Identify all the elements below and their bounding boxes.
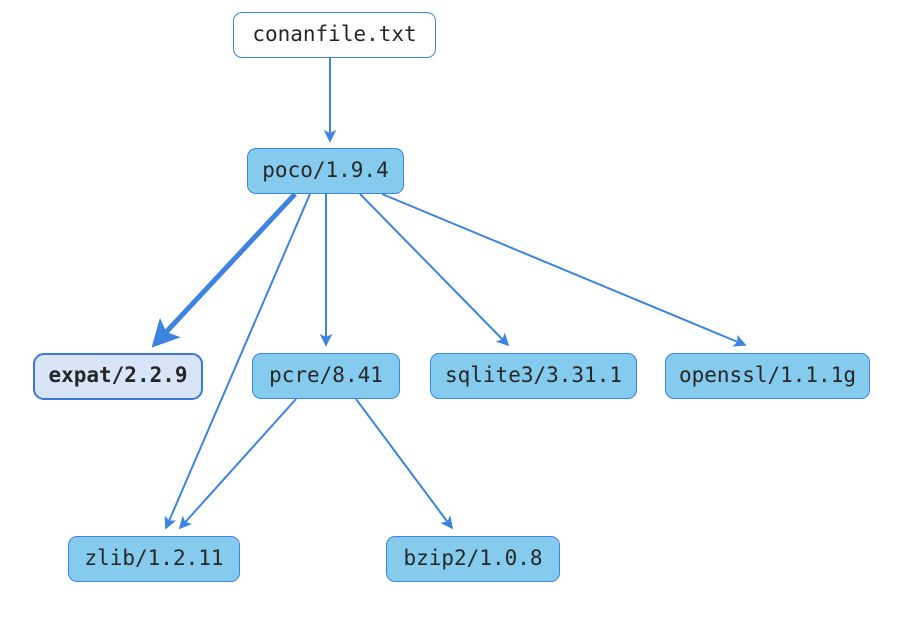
edge-pcre-to-bzip2	[355, 398, 454, 530]
edge-poco-to-sqlite3	[359, 193, 510, 347]
edge-poco-to-openssl	[381, 193, 747, 347]
graph-node-label: openssl/1.1.1g	[678, 362, 856, 387]
graph-node-sqlite3[interactable]: sqlite3/3.31.1	[430, 353, 637, 399]
graph-node-label: expat/2.2.9	[48, 363, 188, 387]
graph-node-openssl[interactable]: openssl/1.1.1g	[665, 353, 870, 399]
edge-pcre-to-zlib	[178, 398, 297, 530]
graph-node-expat[interactable]: expat/2.2.9	[33, 353, 203, 400]
graph-node-label: pcre/8.41	[269, 362, 383, 387]
graph-node-label: bzip2/1.0.8	[403, 545, 543, 570]
graph-node-pcre[interactable]: pcre/8.41	[252, 353, 400, 399]
edge-poco-to-zlib	[164, 193, 311, 530]
edge-layer	[151, 58, 747, 530]
graph-node-zlib[interactable]: zlib/1.2.11	[68, 536, 240, 582]
edge-poco-to-expat	[151, 192, 297, 348]
graph-node-poco[interactable]: poco/1.9.4	[247, 148, 404, 194]
graph-node-conanfile[interactable]: conanfile.txt	[233, 12, 436, 58]
graph-node-label: conanfile.txt	[252, 21, 417, 46]
graph-node-label: poco/1.9.4	[262, 157, 389, 182]
graph-node-label: sqlite3/3.31.1	[444, 362, 622, 387]
graph-node-label: zlib/1.2.11	[84, 545, 224, 570]
graph-node-bzip2[interactable]: bzip2/1.0.8	[386, 536, 560, 582]
